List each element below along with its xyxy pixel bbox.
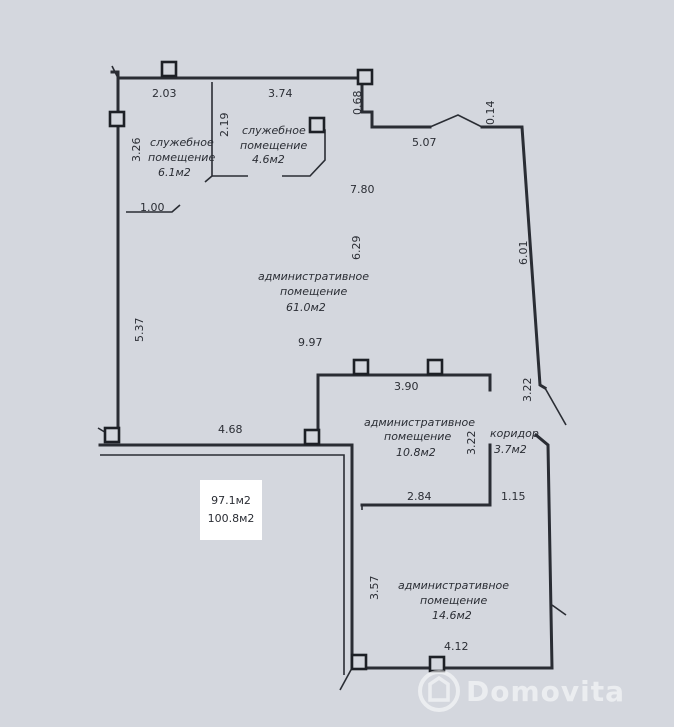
total-area-2: 100.8м2 xyxy=(207,512,255,525)
wall-right-tail xyxy=(544,387,567,426)
room-service-2-name-2: помещение xyxy=(240,139,307,152)
dim-0-14: 0.14 xyxy=(484,101,497,126)
room-admin-bottom-name-1: административное xyxy=(398,579,509,592)
dim-3-57: 3.57 xyxy=(368,576,381,601)
room-service-1-area: 6.1м2 xyxy=(158,166,191,179)
room-service-2-area: 4.6м2 xyxy=(252,153,285,166)
wall-bottom xyxy=(350,432,554,670)
room-admin-bottom-name-2: помещение xyxy=(420,594,487,607)
room-admin-main-area: 61.0м2 xyxy=(286,301,326,314)
wall-mid-room-bottom xyxy=(360,443,492,507)
dim-7-80: 7.80 xyxy=(350,183,375,196)
dimension-labels: 2.03 3.74 0.68 0.14 3.26 2.19 5.07 7.80 … xyxy=(130,87,534,653)
room-service-1-name-2: помещение xyxy=(148,151,215,164)
dim-3-26: 3.26 xyxy=(130,138,143,163)
dim-6-29: 6.29 xyxy=(350,236,363,261)
dim-0-68: 0.68 xyxy=(351,91,364,116)
partition-1m xyxy=(126,204,181,213)
wall-bottom-left-inner xyxy=(100,454,345,675)
column xyxy=(352,358,370,376)
wall-top xyxy=(110,70,432,129)
dim-3-22-mid: 3.22 xyxy=(465,431,478,456)
room-admin-mid-area: 10.8м2 xyxy=(396,446,436,459)
column xyxy=(356,68,374,86)
column xyxy=(303,428,321,446)
room-admin-bottom-area: 14.6м2 xyxy=(432,609,472,622)
columns xyxy=(103,60,446,673)
dim-3-22-right: 3.22 xyxy=(521,378,534,403)
dim-5-07: 5.07 xyxy=(412,136,437,149)
door-swing xyxy=(429,114,483,128)
room-admin-mid-name-2: помещение xyxy=(384,430,451,443)
total-area-box: 97.1м2 100.8м2 xyxy=(200,480,262,540)
room-admin-mid-name-1: административное xyxy=(364,416,475,429)
dim-1-15: 1.15 xyxy=(501,490,526,503)
wall-bottom-left-tail xyxy=(339,667,353,691)
wall-bottom-left xyxy=(98,443,354,670)
watermark-logo-icon xyxy=(418,670,460,712)
room-service-1-name-1: служебное xyxy=(150,136,214,149)
watermark-text: Domovita xyxy=(466,674,626,708)
wall-mid-room-top xyxy=(316,373,492,447)
partition-service-1 xyxy=(204,82,213,183)
column xyxy=(426,358,444,376)
room-service-2-name-1: служебное xyxy=(242,124,306,137)
column xyxy=(160,60,178,78)
dim-2-84: 2.84 xyxy=(407,490,432,503)
column xyxy=(108,110,126,128)
dim-4-12: 4.12 xyxy=(444,640,469,653)
total-area-1: 97.1м2 xyxy=(211,494,251,507)
watermark: Domovita xyxy=(418,668,625,714)
column xyxy=(308,116,326,134)
room-corridor-name: коридор xyxy=(490,427,539,440)
wall-top-stub xyxy=(111,65,119,79)
dim-3-74: 3.74 xyxy=(268,87,293,100)
room-labels: служебное помещение 6.1м2 служебное поме… xyxy=(148,124,539,622)
dim-4-68: 4.68 xyxy=(218,423,243,436)
column xyxy=(103,426,121,444)
dim-2-19: 2.19 xyxy=(218,113,231,138)
dim-2-03: 2.03 xyxy=(152,87,177,100)
room-admin-main-name-1: административное xyxy=(258,270,369,283)
dim-9-97: 9.97 xyxy=(298,336,323,349)
dim-5-37: 5.37 xyxy=(133,318,146,343)
wall-bottom-right-stub xyxy=(551,604,567,616)
walls xyxy=(97,65,567,691)
wall-top-right xyxy=(480,125,548,391)
dim-3-90: 3.90 xyxy=(394,380,419,393)
column xyxy=(350,653,368,671)
room-admin-main-name-2: помещение xyxy=(280,285,347,298)
dim-1-00: 1.00 xyxy=(140,201,165,214)
room-corridor-area: 3.7м2 xyxy=(494,443,527,456)
dim-6-01: 6.01 xyxy=(517,241,530,266)
